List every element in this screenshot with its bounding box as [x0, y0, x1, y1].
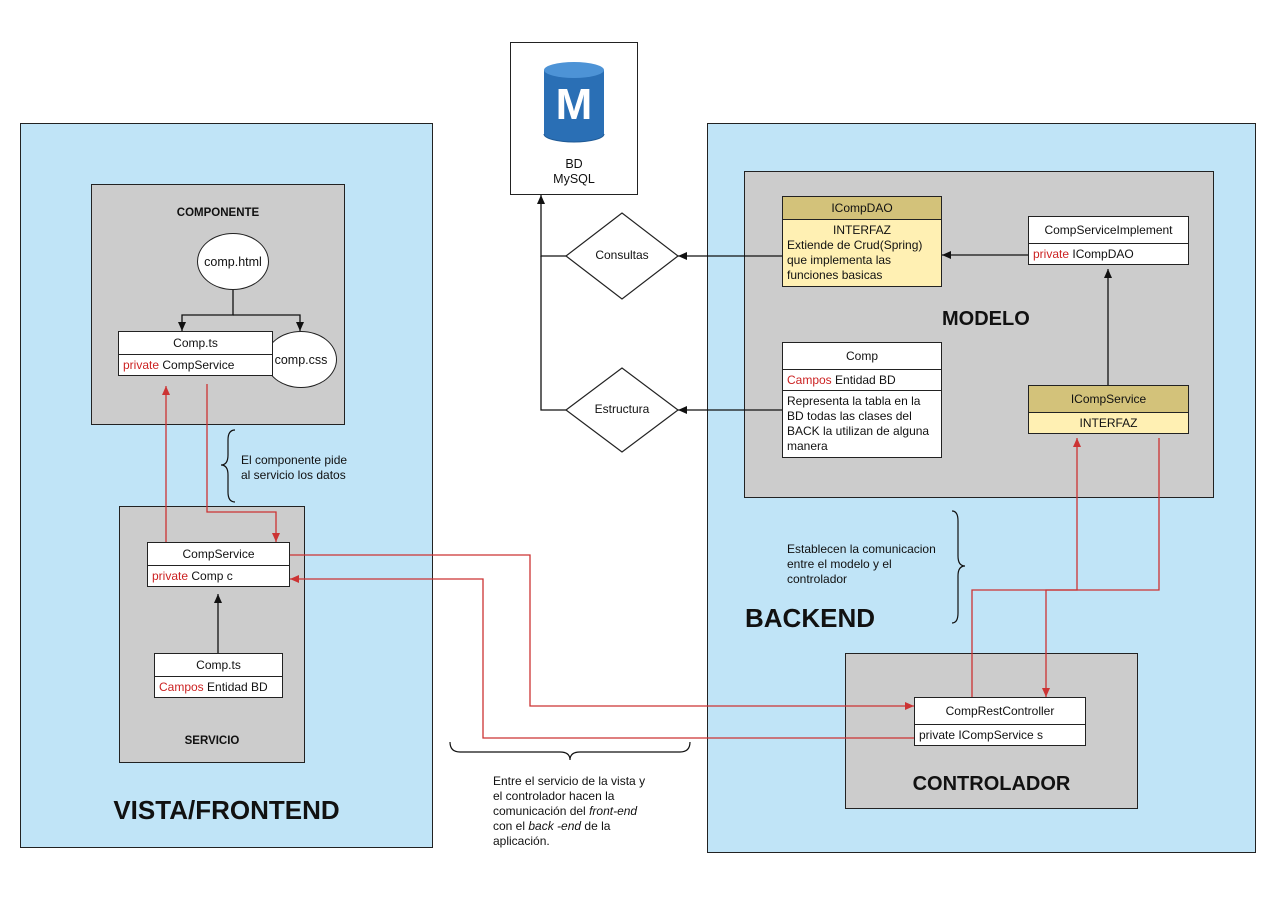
comp-backend-header: Comp	[783, 343, 941, 370]
comp-ts-class-servicio[interactable]: Comp.ts Campos Entidad BD	[154, 653, 283, 698]
comp-service-implement-header: CompServiceImplement	[1029, 217, 1188, 244]
comp-service-implement-class[interactable]: CompServiceImplement private ICompDAO	[1028, 216, 1189, 265]
keyword-private: private	[152, 569, 189, 583]
frontend-title: VISTA/FRONTEND	[113, 795, 340, 825]
bottom-note-brace	[449, 741, 691, 761]
comp-rest-controller-field: private ICompService s	[919, 728, 1044, 742]
bottom-note-line1: Entre el servicio de la vista y	[493, 774, 646, 788]
bottom-note-line4-suffix: de la	[581, 819, 611, 833]
comp-html-label: comp.html	[204, 254, 262, 269]
icompdao-line2: Extiende de Crud(Spring)	[787, 238, 923, 252]
field-type: Comp c	[188, 569, 233, 583]
backend-note: Establecen la comunicacion entre el mode…	[787, 542, 957, 587]
comp-ts-header: Comp.ts	[119, 332, 272, 355]
comp-ts-class-frontend[interactable]: Comp.ts private CompService	[118, 331, 273, 376]
comp-backend-desc: Representa la tabla en la BD todas las c…	[783, 391, 941, 457]
keyword-private: private	[123, 358, 160, 372]
icompdao-line4: funciones basicas	[787, 268, 883, 282]
backend-note-line2: entre el modelo y el	[787, 557, 892, 571]
icompservice-line1: INTERFAZ	[1029, 413, 1188, 433]
field-type: Entidad BD	[831, 373, 896, 387]
comp-rest-controller-header: CompRestController	[915, 698, 1085, 725]
comp-service-field: private Comp c	[148, 566, 289, 586]
database-label-line2: MySQL	[553, 172, 595, 186]
field-type: CompService	[159, 358, 235, 372]
keyword-campos: Campos	[159, 680, 204, 694]
icompdao-body: INTERFAZ Extiende de Crud(Spring) que im…	[783, 220, 941, 286]
field-type: ICompDAO	[1069, 247, 1134, 261]
comp-css-label: comp.css	[274, 352, 328, 367]
frontend-note: El componente pide al servicio los datos	[241, 453, 421, 483]
comp-ts-field: private CompService	[119, 355, 272, 375]
database-label: BD MySQL	[510, 157, 638, 187]
consultas-label: Consultas	[595, 248, 649, 262]
bottom-note-line5: aplicación.	[493, 834, 550, 848]
icompservice-class[interactable]: ICompService INTERFAZ	[1028, 385, 1189, 434]
comp-class-backend[interactable]: Comp Campos Entidad BD Representa la tab…	[782, 342, 942, 458]
bottom-note-line4-em: back -end	[528, 819, 582, 833]
comp-backend-desc1: Representa la tabla en la	[787, 394, 921, 408]
icompdao-line3: que implementa las	[787, 253, 892, 267]
bottom-note-line4: con el back -end de la	[493, 819, 693, 834]
bottom-note-line3-prefix: comunicación del	[493, 804, 590, 818]
controlador-title: CONTROLADOR	[912, 773, 1071, 795]
bottom-note-line2: el controlador hacen la	[493, 789, 615, 803]
bottom-note-line3: comunicación del front-end	[493, 804, 693, 819]
icompdao-line1: INTERFAZ	[832, 223, 891, 237]
comp-service-header: CompService	[148, 543, 289, 566]
comp-backend-desc4: manera	[787, 439, 828, 453]
keyword-campos: Campos	[787, 373, 832, 387]
backend-note-line1: Establecen la comunicacion	[787, 542, 936, 556]
componente-title: COMPONENTE	[176, 207, 260, 219]
componente-region	[91, 184, 345, 425]
comp-rest-controller-class[interactable]: CompRestController private ICompService …	[914, 697, 1086, 746]
comp-html-node[interactable]: comp.html	[197, 233, 269, 290]
comp-backend-field: Campos Entidad BD	[783, 370, 941, 391]
estructura-label: Estructura	[594, 402, 650, 416]
field-type: Entidad BD	[203, 680, 268, 694]
icompdao-header: ICompDAO	[783, 197, 941, 220]
comp-backend-desc3: BACK la utilizan de alguna	[787, 424, 930, 438]
frontend-note-line2: al servicio los datos	[241, 468, 346, 482]
database-letter: M	[555, 80, 593, 129]
modelo-title: MODELO	[942, 308, 1030, 330]
keyword-private: private	[1033, 247, 1070, 261]
bottom-note: Entre el servicio de la vista y el contr…	[493, 774, 693, 849]
icompservice-header: ICompService	[1029, 386, 1188, 413]
bottom-note-line3-em: front-end	[589, 804, 638, 818]
comp-css-node[interactable]: comp.css	[265, 331, 337, 388]
database-label-line1: BD	[565, 157, 583, 171]
comp-backend-desc2: BD todas las clases del	[787, 409, 912, 423]
bottom-note-line4-prefix: con el	[493, 819, 529, 833]
frontend-note-line1: El componente pide	[241, 453, 348, 467]
icompdao-class[interactable]: ICompDAO INTERFAZ Extiende de Crud(Sprin…	[782, 196, 942, 287]
comp-service-class[interactable]: CompService private Comp c	[147, 542, 290, 587]
comp-service-implement-field: private ICompDAO	[1029, 244, 1188, 264]
comp-ts-servicio-header: Comp.ts	[155, 654, 282, 677]
backend-note-line3: controlador	[787, 572, 848, 586]
servicio-title: SERVICIO	[184, 735, 240, 747]
backend-title: BACKEND	[745, 603, 875, 633]
comp-ts-servicio-field: Campos Entidad BD	[155, 677, 282, 697]
